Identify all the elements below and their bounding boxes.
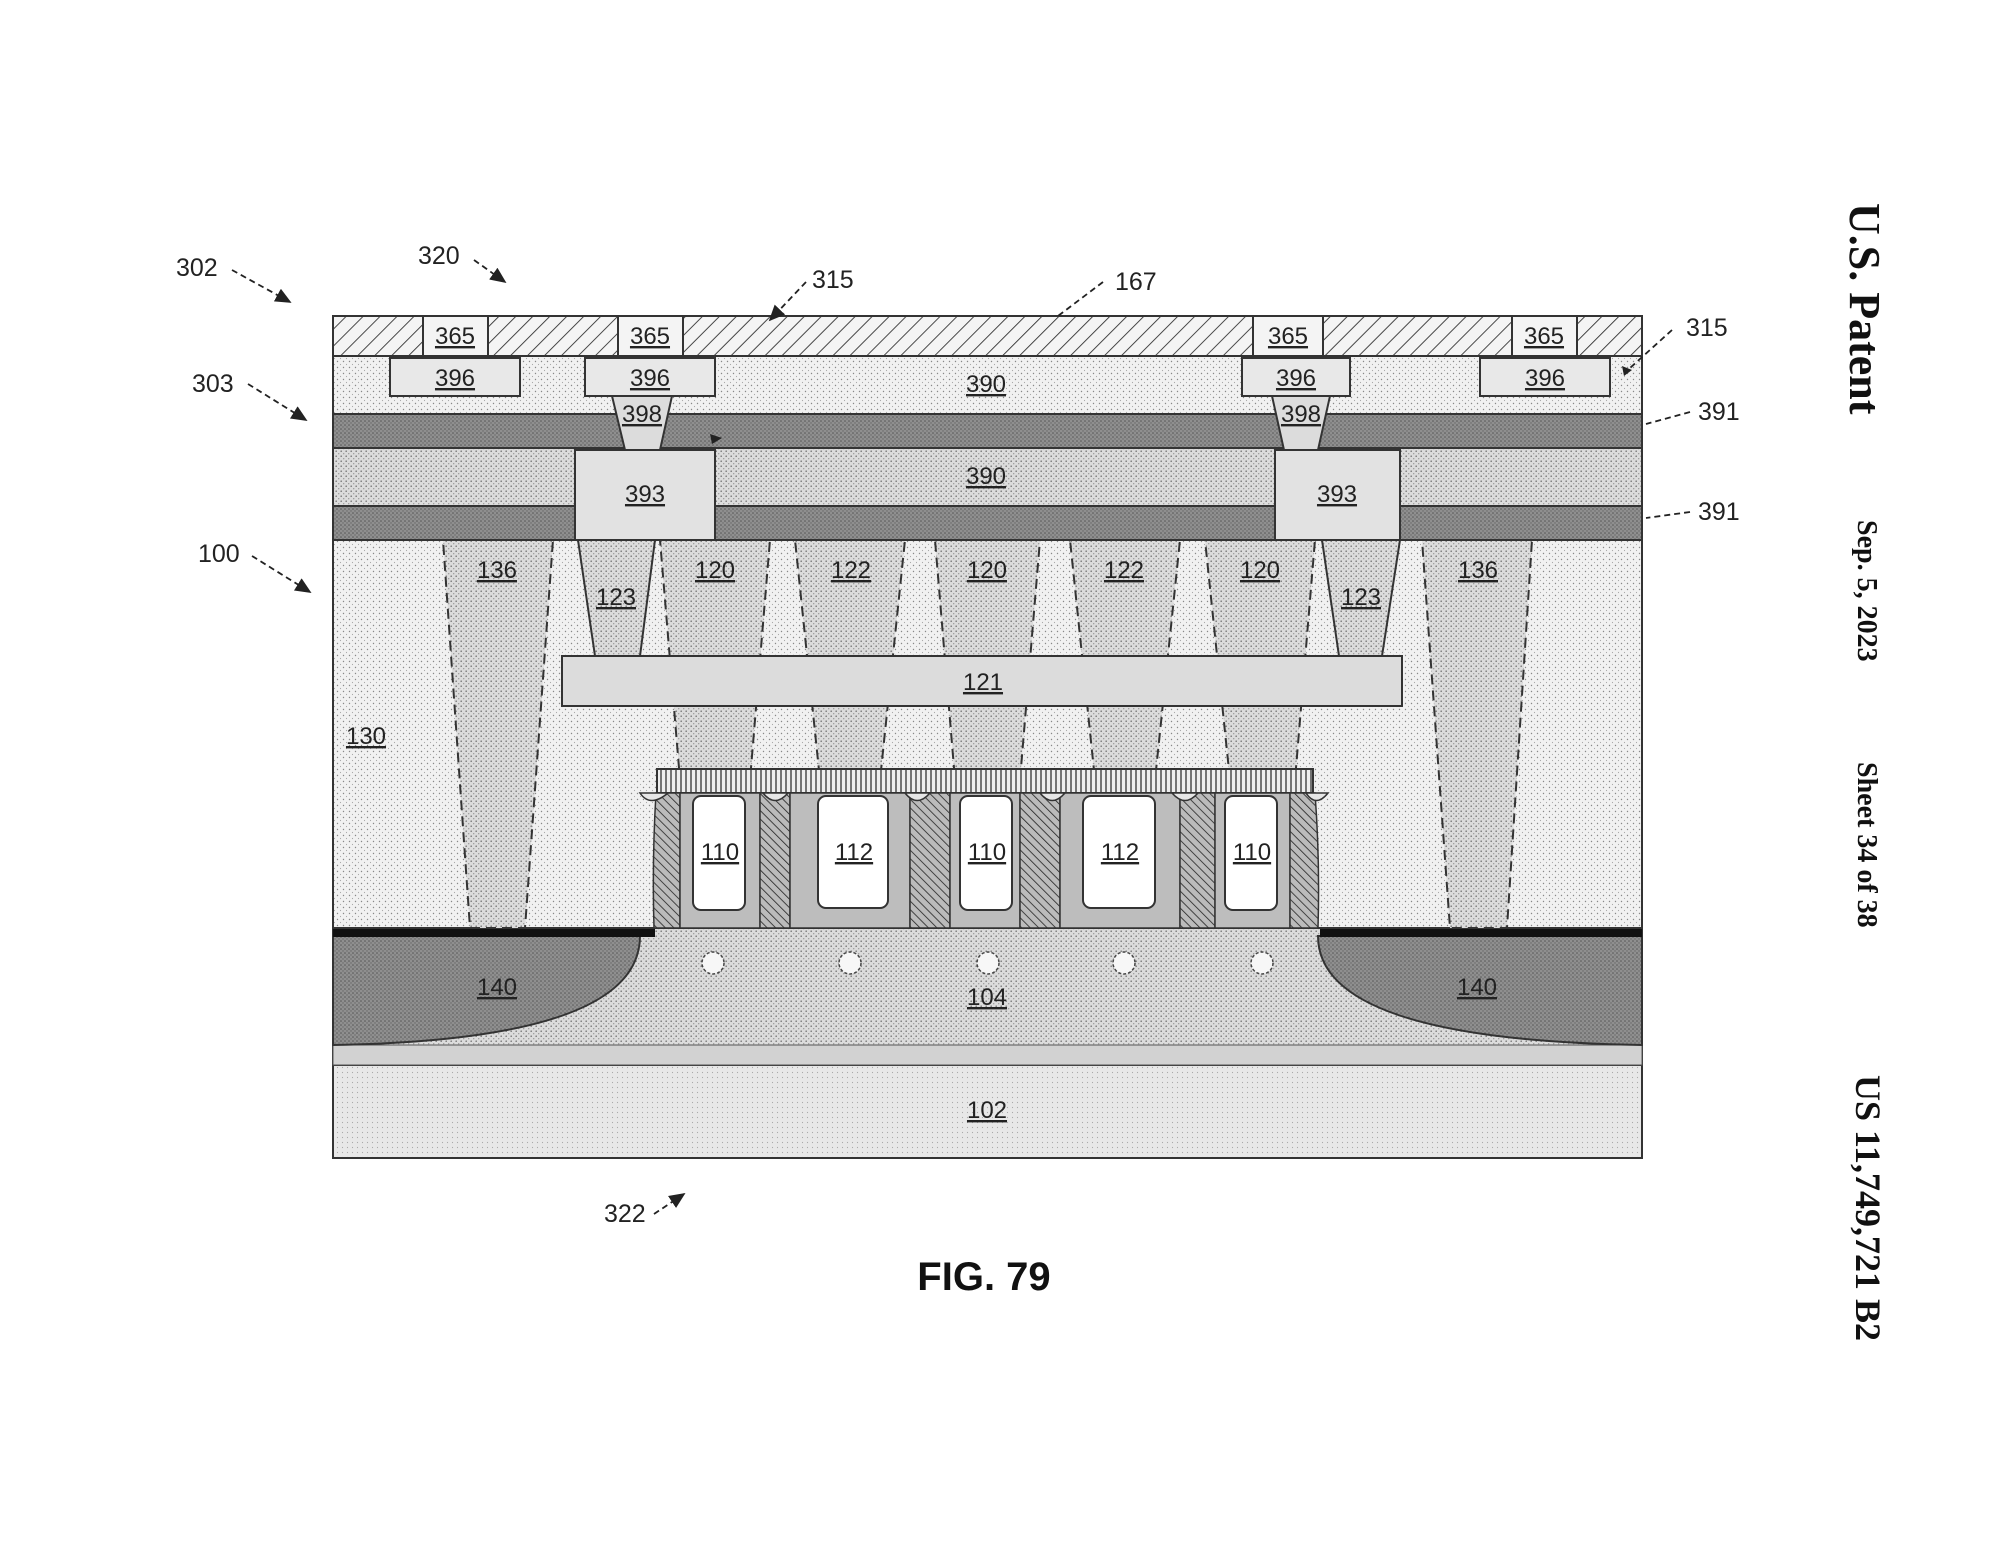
leader-391a — [1646, 412, 1690, 424]
label-110a: 110 — [701, 839, 739, 866]
leader-315a — [770, 282, 806, 320]
label-120a: 120 — [695, 557, 735, 584]
label-365b: 365 — [630, 323, 670, 350]
label-104: 104 — [967, 984, 1007, 1011]
label-110b: 110 — [968, 839, 1006, 866]
ref-302: 302 — [176, 254, 218, 282]
label-396c: 396 — [1276, 365, 1316, 392]
label-130: 130 — [346, 723, 386, 750]
label-393a: 393 — [625, 481, 665, 508]
label-398a: 398 — [622, 401, 662, 428]
figure-caption: FIG. 79 — [917, 1255, 1050, 1299]
gate-strip — [657, 769, 1313, 793]
label-136a: 136 — [477, 557, 517, 584]
label-365c: 365 — [1268, 323, 1308, 350]
label-140a: 140 — [477, 974, 517, 1001]
label-112a: 112 — [835, 839, 873, 866]
ref-100: 100 — [198, 540, 240, 568]
label-121: 121 — [963, 669, 1003, 696]
ref-320: 320 — [418, 242, 460, 270]
contact-strip-right — [1320, 928, 1642, 937]
ref-315b: 315 — [1686, 314, 1728, 342]
label-398b: 398 — [1281, 401, 1321, 428]
ref-322: 322 — [604, 1200, 646, 1228]
label-112b: 112 — [1101, 839, 1139, 866]
layer-167 — [333, 316, 1642, 356]
leader-322 — [654, 1194, 684, 1214]
leader-391b — [1646, 512, 1690, 518]
header-sheet: Sheet 34 of 38 — [1851, 762, 1882, 928]
label-122a: 122 — [831, 557, 871, 584]
label-396a: 396 — [435, 365, 475, 392]
label-120b: 120 — [967, 557, 1007, 584]
label-393b: 393 — [1317, 481, 1357, 508]
label-390b: 390 — [966, 463, 1006, 490]
leader-167 — [1058, 282, 1103, 316]
header-patent-number: US 11,749,721 B2 — [1848, 1075, 1888, 1341]
label-140b: 140 — [1457, 974, 1497, 1001]
label-136b: 136 — [1458, 557, 1498, 584]
label-390a: 390 — [966, 371, 1006, 398]
ref-167: 167 — [1115, 268, 1157, 296]
label-122b: 122 — [1104, 557, 1144, 584]
label-120c: 120 — [1240, 557, 1280, 584]
ref-391b: 391 — [1698, 498, 1740, 526]
ref-315a: 315 — [812, 266, 854, 294]
label-123b: 123 — [1341, 584, 1381, 611]
leader-302 — [232, 270, 290, 302]
ref-303: 303 — [192, 370, 234, 398]
label-123a: 123 — [596, 584, 636, 611]
leader-303 — [248, 384, 306, 420]
label-365a: 365 — [435, 323, 475, 350]
contact-strip-left — [333, 928, 655, 937]
layer-391-lower — [333, 506, 1642, 540]
leader-100 — [252, 556, 310, 592]
label-396d: 396 — [1525, 365, 1565, 392]
leader-320 — [474, 260, 505, 282]
ref-391a: 391 — [1698, 398, 1740, 426]
header-date: Sep. 5, 2023 — [1851, 520, 1882, 662]
label-102: 102 — [967, 1097, 1007, 1124]
label-110c: 110 — [1233, 839, 1271, 866]
label-396b: 396 — [630, 365, 670, 392]
header-title: U.S. Patent — [1840, 203, 1889, 415]
label-365d: 365 — [1524, 323, 1564, 350]
layer-391-upper — [333, 414, 1642, 448]
layer-104-lower-band — [333, 1045, 1642, 1065]
